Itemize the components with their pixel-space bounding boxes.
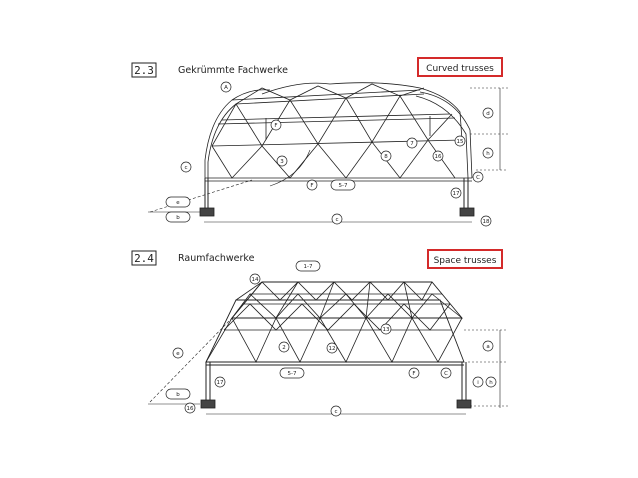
callout-pill: 5-7 [279,367,305,379]
callout-circle: h [485,376,497,388]
callout-pill: 1-7 [295,260,321,272]
callout-circle: 16 [184,402,196,414]
svg-text:i: i [477,380,479,386]
section-2-3-title: Gekrümmte Fachwerke [178,65,288,76]
svg-text:14: 14 [252,277,259,283]
svg-text:8: 8 [384,154,388,160]
svg-text:c: c [184,165,187,171]
svg-text:a: a [486,344,489,350]
svg-text:18: 18 [483,219,490,225]
svg-text:1-7: 1-7 [304,264,313,270]
callout-circle: 3 [276,155,288,167]
callout-circle: 13 [380,323,392,335]
callout-circle: 12 [326,342,338,354]
section-2-4-title: Raumfachwerke [178,253,255,264]
svg-text:F: F [274,123,277,129]
callout-circle: c [180,161,192,173]
callout-circle: e [172,347,184,359]
svg-text:13: 13 [383,327,390,333]
callout-circle: c [330,405,342,417]
callout-pill: b [165,388,191,400]
svg-text:e: e [176,200,180,206]
callout-circle: c [331,213,343,225]
callout-circle: h [482,147,494,159]
svg-text:12: 12 [329,346,336,352]
section-2-4-number: 2.4 [134,252,154,265]
svg-text:7: 7 [410,141,414,147]
section-2-3-header: 2.3 Gekrümmte Fachwerke Curved trusses [131,57,503,78]
callout-pill: b [165,211,191,223]
curved-truss-drawing [148,82,508,223]
callout-circle: A [220,81,232,93]
callout-pill: e [165,196,191,208]
svg-text:C: C [444,371,448,377]
curved-truss-callouts: A F 3 8 7 16 C 17 F 5-7 c e d h b c 18 1… [165,81,494,227]
callout-circle: F [408,367,420,379]
svg-text:e: e [176,351,180,357]
callout-circle: i [472,376,484,388]
svg-text:b: b [176,392,180,398]
callout-circle: C [472,171,484,183]
space-truss-callouts: 1-7 14 12 2 13 5-7 F C a i h 17 e b 16 c [165,260,497,417]
svg-text:5-7: 5-7 [339,183,348,189]
callout-circle: d [482,107,494,119]
svg-text:c: c [334,409,337,415]
callout-circle: 18 [480,215,492,227]
svg-text:17: 17 [453,191,460,197]
svg-text:F: F [412,371,415,377]
callout-circle: 2 [278,341,290,353]
callout-circle: F [270,119,282,131]
svg-text:3: 3 [280,159,284,165]
section-2-4-english-label: Space trusses [434,256,497,266]
svg-text:5-7: 5-7 [288,371,297,377]
svg-text:16: 16 [435,154,442,160]
callout-circle: 7 [406,137,418,149]
svg-text:17: 17 [217,380,224,386]
svg-text:C: C [476,175,480,181]
callout-circle: a [482,340,494,352]
callout-circle: C [440,367,452,379]
section-2-3-english-box [417,57,503,77]
callout-circle: 16 [432,150,444,162]
svg-text:b: b [176,215,180,221]
section-2-4-header: 2.4 Raumfachwerke Space trusses [131,249,503,269]
callout-circle: 17 [214,376,226,388]
section-2-4-english-box [427,249,503,269]
callout-circle: 15 [454,135,466,147]
svg-text:15: 15 [457,139,464,145]
svg-text:F: F [310,183,313,189]
svg-text:h: h [486,151,490,157]
callout-circle: 14 [249,273,261,285]
svg-text:A: A [224,85,228,91]
svg-text:c: c [335,217,338,223]
svg-text:d: d [486,111,490,117]
callout-circle: F [306,179,318,191]
section-2-3-english-label: Curved trusses [426,64,494,74]
callout-circle: 17 [450,187,462,199]
callout-circle: 8 [380,150,392,162]
callout-pill: 5-7 [330,179,356,191]
section-2-3-number: 2.3 [134,64,154,77]
svg-text:h: h [489,380,493,386]
svg-text:16: 16 [187,406,194,412]
svg-text:2: 2 [282,345,286,351]
